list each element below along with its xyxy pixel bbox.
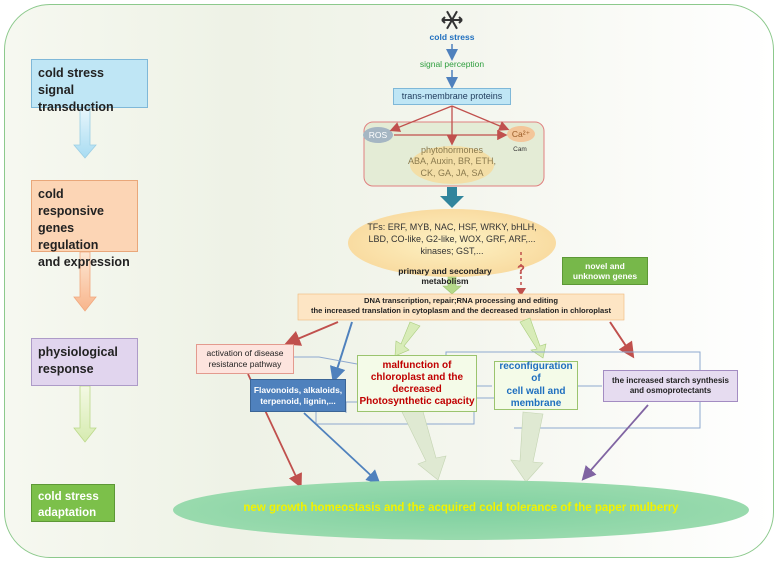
arrow-flavonoids-to-outcome (303, 412, 381, 485)
step2-line1: cold responsive (38, 187, 105, 218)
ros-label: ROS (368, 130, 388, 140)
metabolism-label: primary and secondary metabolism (398, 266, 492, 286)
step4-line2: adaptation (38, 506, 97, 519)
flavonoids-line1: Flavonoids, alkaloids, (253, 384, 343, 395)
chloroplast-line4: Photosynthetic capacity (359, 395, 475, 407)
step2-line2: genes regulation (38, 220, 99, 252)
connector-flavonoids-chloroplast (345, 401, 357, 413)
disease-line2: resistance pathway (208, 359, 282, 369)
left-step-gene-regulation: cold responsive genes regulation and exp… (31, 180, 138, 269)
chloroplast-line3: decreased (392, 383, 442, 395)
outcome-label: new growth homeostasis and the acquired … (243, 502, 679, 514)
left-step-signal-transduction: cold stress signal transduction (31, 59, 148, 114)
ca-label: Ca²⁺ (511, 129, 531, 139)
phytohormones-text: phytohormones ABA, Auxin, BR, ETH, CK, G… (402, 145, 502, 179)
novel-genes-line1: novel and (585, 260, 625, 271)
dna-text: DNA transcription, repair;RNA processing… (298, 296, 624, 317)
tfs-line3: kinases; GST,... (420, 246, 484, 257)
tfs-line1: TFs: ERF, MYB, NAC, HSF, WRKY, bHLH, (367, 222, 537, 232)
arrow-starch-to-outcome (581, 404, 649, 481)
snowflake-icon (441, 10, 463, 30)
chloroplast-line1: malfunction of (382, 359, 452, 371)
signal-perception-label: signal perception (419, 59, 485, 69)
cam-label: Cam (513, 146, 527, 153)
step1-line1: cold stress signal (38, 66, 105, 97)
left-block-arrow-3 (73, 385, 97, 443)
arrow-dna-to-disease (284, 321, 339, 346)
flavonoids-box: Flavonoids, alkaloids,terpenoid, lignin,… (250, 379, 346, 412)
phytohormones-line2: CK, GA, JA, SA (420, 167, 484, 178)
left-step-physiological-response: physiological response (31, 338, 138, 386)
starch-line2: and osmoprotectants (629, 386, 712, 395)
phytohormones-ellipse (410, 146, 494, 184)
ca-ellipse (507, 126, 535, 142)
dna-box (297, 293, 625, 321)
cellwall-line2: cell wall and (506, 385, 566, 397)
step2-line3: and expression (38, 254, 130, 269)
arrow-dna-to-flavonoids (329, 321, 353, 383)
phytohormones-title: phytohormones (420, 145, 484, 155)
starch-line1: the increased starch synthesis (612, 375, 729, 385)
arrow-dna-to-cellwall (519, 317, 547, 359)
left-step-adaptation: cold stress adaptation (31, 484, 115, 522)
dashed-novel-arrowhead (516, 288, 526, 296)
arrow-cellwall-to-outcome (510, 411, 544, 483)
arrow-chloroplast-to-outcome (401, 407, 447, 481)
novel-genes-line2: unknown genes (572, 271, 638, 281)
flavonoids-line2: terpenoid, lignin,... (260, 395, 336, 406)
trans-membrane-box: trans-membrane proteins (393, 88, 511, 105)
phytohormones-line1: ABA, Auxin, BR, ETH, (407, 156, 497, 167)
trans-membrane-label: trans-membrane proteins (401, 91, 503, 102)
dna-line1: DNA transcription, repair;RNA processing… (364, 296, 558, 305)
arrow-dna-to-chloroplast (394, 321, 421, 357)
arrow-dna-to-starch (609, 321, 635, 359)
arrow-to-ros (389, 105, 453, 132)
left-block-arrow-2 (73, 251, 97, 312)
tfs-text: TFs: ERF, MYB, NAC, HSF, WRKY, bHLH, LBD… (350, 221, 554, 257)
chloroplast-box: malfunction of chloroplast and the decre… (357, 355, 477, 412)
arrow-to-ca (451, 105, 510, 131)
step4-line1: cold stress (38, 491, 99, 503)
step1-line2: transduction (38, 99, 114, 114)
connector-disease-chloroplast (294, 356, 358, 365)
step3-line1: physiological (38, 345, 118, 359)
arrow-signaling-to-tfs (440, 187, 464, 208)
left-block-arrow-1 (73, 107, 97, 159)
tfs-ellipse (348, 209, 556, 277)
outcome-ellipse (173, 480, 749, 540)
cellwall-box: reconfiguration of cell wall and membran… (494, 361, 578, 410)
chloroplast-line2: chloroplast and the (370, 371, 464, 383)
cellwall-line3: membrane (510, 398, 562, 409)
step3-line2: response (38, 361, 94, 376)
question-mark: ? (517, 262, 525, 277)
connector-lower-loop (315, 397, 494, 425)
ros-ellipse (363, 127, 393, 143)
tfs-line2: LBD, CO-like, G2-like, WOX, GRF, ARF,... (368, 234, 536, 245)
dna-line2: the increased translation in cytoplasm a… (310, 306, 612, 316)
arrow-tfs-to-dna (442, 276, 462, 295)
cellwall-line1: reconfiguration of (499, 360, 573, 385)
cold-stress-label: cold stress (429, 32, 475, 42)
disease-line1: activation of disease (206, 348, 284, 359)
